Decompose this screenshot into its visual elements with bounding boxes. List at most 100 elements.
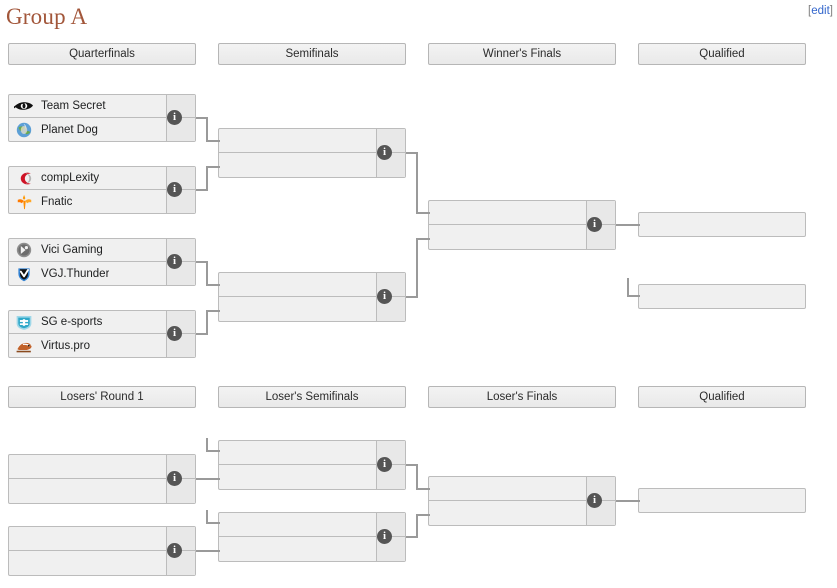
match-row-opponent-2[interactable]: [219, 153, 405, 177]
opponent-entry: [219, 537, 376, 561]
match-row-opponent-2[interactable]: [219, 537, 405, 561]
opponent-entry: Vici Gaming: [9, 239, 166, 261]
round-header-quarterfinals[interactable]: Quarterfinals: [8, 43, 196, 65]
opponent-entry: [219, 153, 376, 177]
match-info-icon[interactable]: i: [167, 110, 182, 125]
match-row-opponent-2[interactable]: Planet Dog: [9, 118, 195, 141]
round-header-qualified-lower[interactable]: Qualified: [638, 386, 806, 408]
match-quarterfinal-4[interactable]: SG e-sports Virtus.pro: [8, 310, 196, 358]
connector-wf-to-qualified1: [616, 224, 640, 226]
match-info-icon[interactable]: i: [587, 493, 602, 508]
match-info-icon[interactable]: i: [377, 289, 392, 304]
connector-sf1-in-top: [206, 140, 220, 142]
opponent-entry: [639, 285, 805, 308]
match-quarterfinal-2[interactable]: compLexity Fnatic: [8, 166, 196, 214]
opponent-entry: [219, 129, 376, 152]
complexity-swoosh-icon: [13, 169, 35, 187]
match-info-icon[interactable]: i: [377, 529, 392, 544]
match-row-opponent-1[interactable]: [639, 285, 805, 308]
opponent-entry: VGJ.Thunder: [9, 262, 166, 285]
connector-lsf1-out: [406, 464, 418, 466]
connector-sf2-in-bottom: [206, 310, 220, 312]
round-header-losers-finals[interactable]: Loser's Finals: [428, 386, 616, 408]
opponent-entry: [9, 551, 166, 575]
match-losers-round1-1[interactable]: [8, 454, 196, 504]
team-name: Virtus.pro: [41, 339, 91, 352]
connector-lsf2-vert: [416, 514, 418, 538]
match-info-icon[interactable]: i: [167, 326, 182, 341]
team-name: compLexity: [41, 172, 100, 184]
match-row-opponent-1[interactable]: Vici Gaming: [9, 239, 195, 262]
sg-esports-shield-icon: [13, 313, 35, 331]
match-info-icon[interactable]: i: [377, 145, 392, 160]
round-header-qualified-upper[interactable]: Qualified: [638, 43, 806, 65]
team-name: Team Secret: [41, 100, 106, 112]
opponent-entry: [639, 489, 805, 512]
connector-qf1-vert: [206, 117, 208, 142]
edit-link-wrapper: [edit]: [808, 4, 833, 18]
connector-lf-in-bottom: [416, 514, 430, 516]
edit-bracket-close: ]: [829, 5, 833, 17]
match-losers-final[interactable]: [428, 476, 616, 526]
team-name: Fnatic: [41, 195, 73, 208]
connector-qf2-out: [196, 189, 208, 191]
opponent-entry: [429, 225, 586, 249]
opponent-entry: [9, 455, 166, 478]
team-name: Vici Gaming: [41, 244, 103, 256]
opponent-entry: compLexity: [9, 167, 166, 189]
qualified-slot-lower-1[interactable]: [638, 488, 806, 513]
opponent-entry: [219, 441, 376, 464]
vici-gaming-icon: [13, 241, 35, 259]
team-name: VGJ.Thunder: [41, 267, 110, 280]
opponent-entry: Planet Dog: [9, 118, 166, 141]
match-row-opponent-1[interactable]: [639, 213, 805, 236]
match-row-opponent-2[interactable]: [219, 297, 405, 321]
round-header-losers-round-1[interactable]: Losers' Round 1: [8, 386, 196, 408]
match-info-icon[interactable]: i: [167, 471, 182, 486]
qualified-slot-upper-1[interactable]: [638, 212, 806, 237]
connector-qf3-out: [196, 261, 208, 263]
connector-wf-in-top: [416, 212, 430, 214]
match-row-opponent-2[interactable]: Fnatic: [9, 190, 195, 213]
connector-sf2-out: [406, 296, 418, 298]
match-row-opponent-2[interactable]: [429, 501, 615, 525]
match-quarterfinal-1[interactable]: Team Secret Planet Dog: [8, 94, 196, 142]
match-row-opponent-2[interactable]: [429, 225, 615, 249]
edit-bracket-open: [: [808, 5, 812, 17]
opponent-entry: SG e-sports: [9, 311, 166, 333]
match-row-opponent-2[interactable]: [9, 479, 195, 503]
round-header-winners-finals[interactable]: Winner's Finals: [428, 43, 616, 65]
match-row-opponent-2[interactable]: Virtus.pro: [9, 334, 195, 357]
match-losers-round1-2[interactable]: [8, 526, 196, 576]
match-info-icon[interactable]: i: [167, 254, 182, 269]
connector-lf-to-qualified: [616, 500, 640, 502]
round-header-semifinals[interactable]: Semifinals: [218, 43, 406, 65]
match-info-icon[interactable]: i: [167, 182, 182, 197]
match-info-icon[interactable]: i: [587, 217, 602, 232]
edit-link[interactable]: edit: [811, 5, 830, 17]
match-row-opponent-2[interactable]: [9, 551, 195, 575]
opponent-entry: [429, 477, 586, 500]
connector-lsf1-vert: [416, 464, 418, 488]
match-row-opponent-1[interactable]: [639, 489, 805, 512]
connector-qf1-out: [196, 117, 208, 119]
connector-sf1-vert: [416, 152, 418, 212]
vgj-thunder-icon: [13, 265, 35, 283]
opponent-entry: [9, 527, 166, 550]
match-quarterfinal-3[interactable]: Vici Gaming VGJ.Thunder: [8, 238, 196, 286]
match-winners-final[interactable]: [428, 200, 616, 250]
opponent-entry: Fnatic: [9, 190, 166, 213]
team-name: SG e-sports: [41, 316, 103, 328]
connector-lr1-1-out: [196, 478, 220, 480]
match-info-icon[interactable]: i: [377, 457, 392, 472]
opponent-entry: Team Secret: [9, 95, 166, 117]
opponent-entry: [219, 273, 376, 296]
connector-lf-in-top: [416, 488, 430, 490]
round-header-losers-semifinals[interactable]: Loser's Semifinals: [218, 386, 406, 408]
fnatic-orange-icon: [13, 193, 35, 211]
match-row-opponent-2[interactable]: [219, 465, 405, 489]
match-info-icon[interactable]: i: [167, 543, 182, 558]
qualified-slot-upper-2[interactable]: [638, 284, 806, 309]
match-row-opponent-2[interactable]: VGJ.Thunder: [9, 262, 195, 285]
opponent-entry: [639, 213, 805, 236]
